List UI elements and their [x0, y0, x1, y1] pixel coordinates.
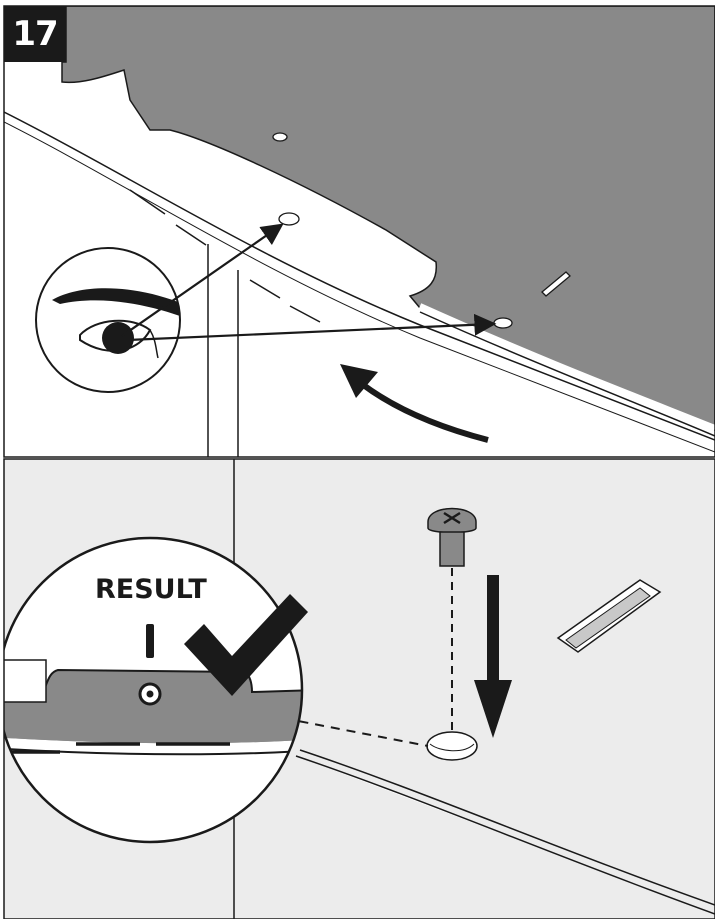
result-label: RESULT [95, 574, 207, 605]
inspection-circle [35, 247, 181, 393]
sight-line-arrow [127, 313, 497, 342]
body-curve-edge [299, 749, 715, 906]
checkmark-icon [184, 594, 308, 696]
screw-icon [427, 507, 477, 567]
down-arrow-icon [474, 575, 512, 738]
sight-line-arrow [121, 223, 284, 337]
arrow-icon [340, 364, 489, 443]
eyebrow-shape [52, 288, 180, 316]
bottom-panel [4, 459, 715, 919]
hole-marker [272, 132, 288, 142]
hole-marker [493, 317, 513, 329]
hole-marker [426, 731, 478, 761]
top-panel [4, 6, 715, 457]
hole-marker [278, 212, 300, 226]
step-number-badge: 17 [4, 6, 66, 62]
slot-marker [541, 271, 571, 297]
body-edge [4, 111, 715, 441]
